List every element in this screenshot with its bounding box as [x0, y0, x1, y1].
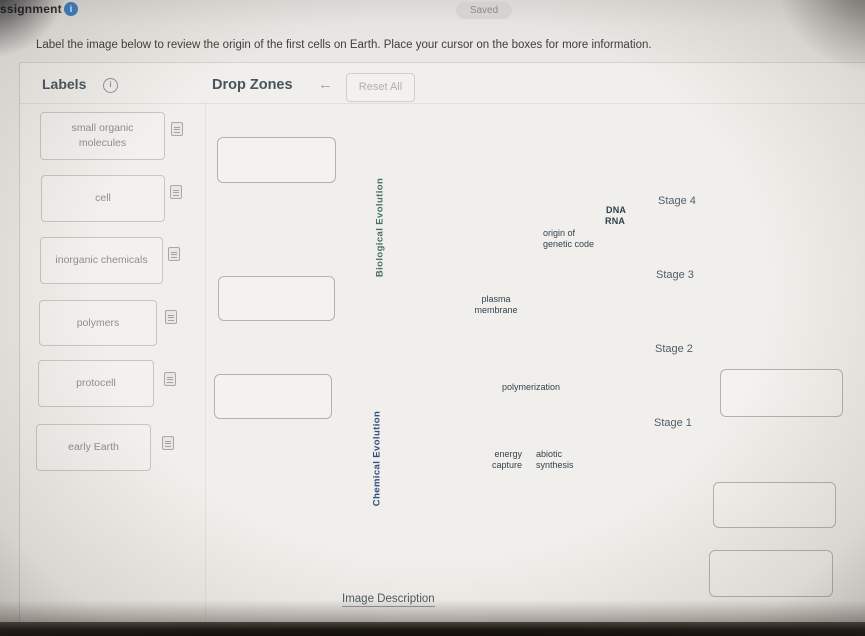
drop-zone-left-2[interactable]: [218, 276, 335, 321]
abiotic-synthesis-label: abiotic synthesis: [536, 449, 574, 470]
screen-bezel: [0, 622, 865, 636]
stage3-label: Stage 3: [656, 269, 694, 281]
assignment-info-icon[interactable]: i: [64, 2, 78, 16]
label-info-card-icon[interactable]: [162, 436, 174, 450]
drop-zone-left-3[interactable]: [214, 374, 332, 419]
energy-capture-label: energy capture: [491, 449, 522, 470]
label-card-polymers[interactable]: polymers: [39, 300, 157, 346]
bottom-shadow: [0, 600, 865, 622]
label-info-card-icon[interactable]: [171, 122, 183, 136]
drop-zone-left-1[interactable]: [217, 137, 336, 183]
band-label-biological-evolution: Biological Evolution: [374, 177, 386, 278]
labels-dropzones-divider: [205, 103, 206, 621]
drop-zone-right-1[interactable]: [720, 369, 843, 417]
stage1-label: Stage 1: [654, 417, 692, 429]
labels-info-icon[interactable]: i: [103, 78, 118, 93]
label-card-small-organic-molecules[interactable]: small organic molecules: [40, 112, 165, 160]
saved-status-badge: Saved: [456, 2, 512, 19]
drop-zone-right-3[interactable]: [709, 550, 833, 597]
dropzones-heading: Drop Zones: [212, 77, 293, 93]
assignment-title: ssignment: [0, 2, 62, 16]
origin-genetic-code-label: origin of genetic code: [543, 228, 595, 249]
drop-zone-right-2[interactable]: [713, 482, 836, 528]
label-card-protocell[interactable]: protocell: [38, 360, 154, 407]
band-label-chemical-evolution: Chemical Evolution: [371, 410, 383, 507]
label-info-card-icon[interactable]: [170, 185, 182, 199]
label-info-card-icon[interactable]: [164, 372, 176, 386]
label-card-cell[interactable]: cell: [41, 175, 165, 222]
label-card-inorganic-chemicals[interactable]: inorganic chemicals: [40, 237, 163, 284]
labels-heading: Labels: [42, 76, 87, 92]
stage4-label: Stage 4: [658, 195, 696, 207]
dna-label: DNA: [606, 205, 627, 215]
reset-all-button[interactable]: Reset All: [346, 73, 415, 102]
label-card-early-earth[interactable]: early Earth: [36, 424, 151, 471]
plasma-membrane-label: plasma membrane: [474, 294, 518, 315]
label-info-card-icon[interactable]: [165, 310, 177, 324]
polymerization-label: polymerization: [501, 382, 561, 392]
header-divider: [19, 103, 865, 104]
undo-arrow-icon[interactable]: ←: [318, 76, 333, 93]
rna-label: RNA: [605, 216, 626, 226]
label-info-card-icon[interactable]: [168, 247, 180, 261]
instruction-text: Label the image below to review the orig…: [36, 39, 652, 51]
stage2-label: Stage 2: [655, 343, 693, 355]
